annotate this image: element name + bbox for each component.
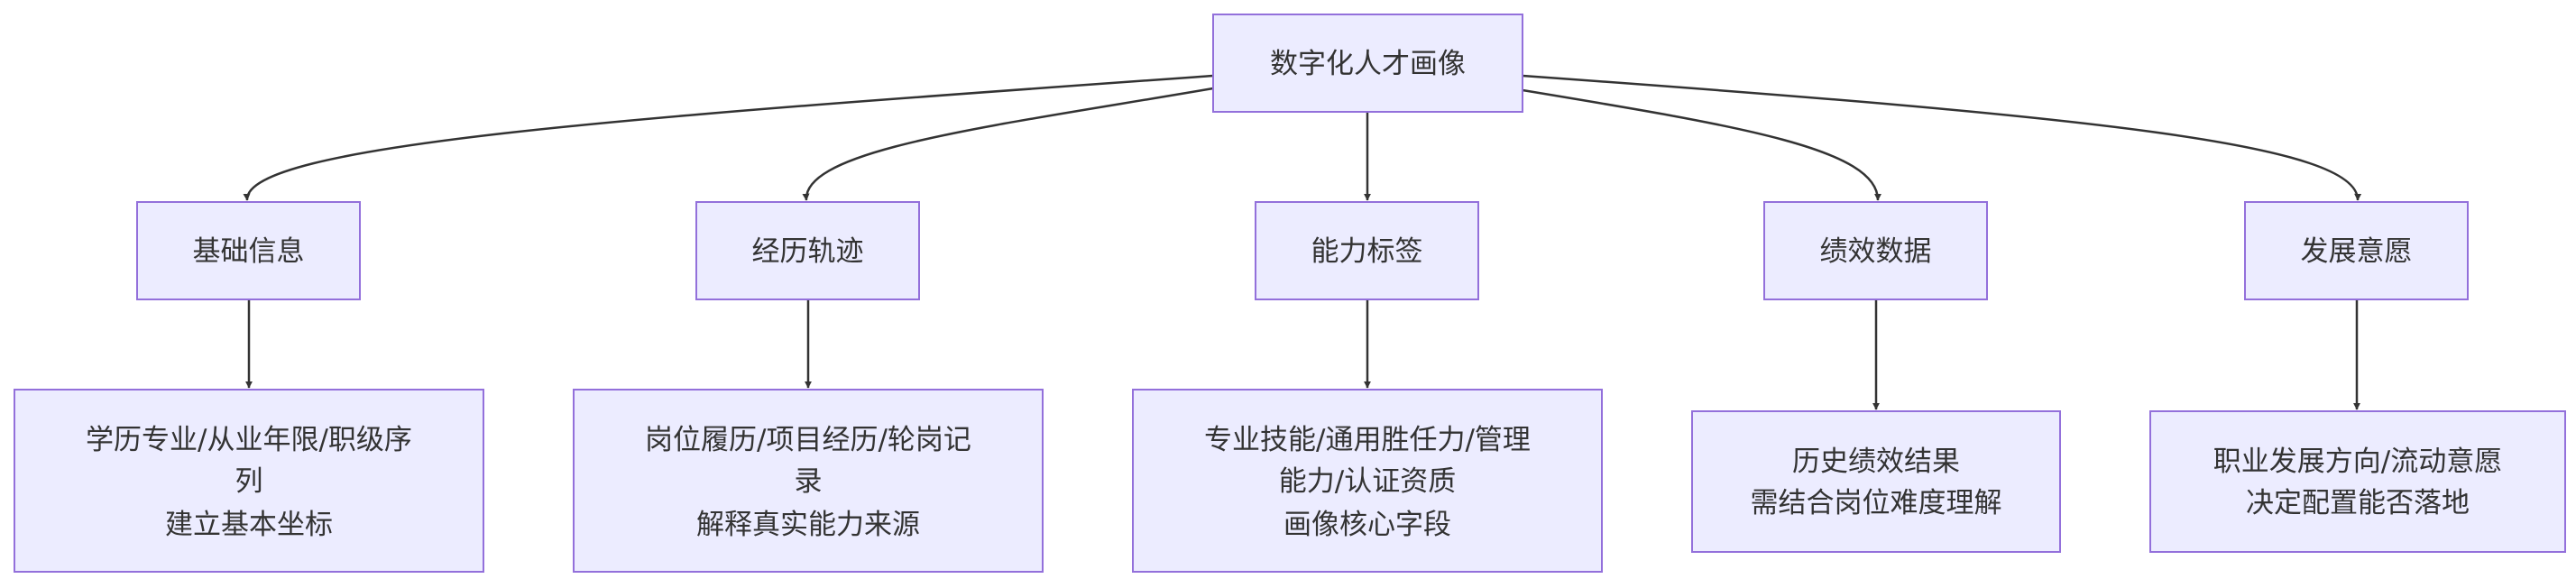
detail-node-5-line-2: 决定配置能否落地 xyxy=(2246,487,2470,519)
category-node-5: 发展意愿 xyxy=(2244,201,2469,300)
category-node-2-label: 经历轨迹 xyxy=(752,235,864,268)
detail-node-3-line-2: 能力/认证资质 xyxy=(1279,465,1456,498)
detail-node-5-line-1: 职业发展方向/流动意愿 xyxy=(2213,446,2502,478)
category-node-1: 基础信息 xyxy=(136,201,361,300)
edge-root-to-category-2 xyxy=(802,87,1214,201)
detail-node-4: 历史绩效结果 需结合岗位难度理解 xyxy=(1691,410,2061,553)
detail-node-3: 专业技能/通用胜任力/管理 能力/认证资质 画像核心字段 xyxy=(1132,389,1603,573)
category-node-5-label: 发展意愿 xyxy=(2301,235,2413,268)
detail-node-3-line-1: 专业技能/通用胜任力/管理 xyxy=(1204,424,1531,456)
category-node-4-label: 绩效数据 xyxy=(1820,235,1932,268)
category-node-2: 经历轨迹 xyxy=(695,201,920,300)
detail-node-1: 学历专业/从业年限/职级序 列 建立基本坐标 xyxy=(14,389,484,573)
detail-node-2-line-2: 录 xyxy=(795,465,823,498)
category-node-3: 能力标签 xyxy=(1255,201,1479,300)
edge-root-to-category-1 xyxy=(243,74,1214,201)
edges-category-to-detail xyxy=(245,299,2360,410)
category-node-1-label: 基础信息 xyxy=(193,235,305,268)
category-node-4: 绩效数据 xyxy=(1763,201,1988,300)
edge-root-to-category-5 xyxy=(1522,74,2362,201)
root-node-label: 数字化人才画像 xyxy=(1270,48,1466,80)
detail-node-5: 职业发展方向/流动意愿 决定配置能否落地 xyxy=(2149,410,2566,553)
edge-root-to-category-4 xyxy=(1522,88,1881,201)
detail-node-2-line-1: 岗位履历/项目经历/轮岗记 xyxy=(645,424,971,456)
category-node-3-label: 能力标签 xyxy=(1311,235,1423,268)
detail-node-1-line-2: 列 xyxy=(235,465,263,498)
detail-node-4-line-1: 历史绩效结果 xyxy=(1792,446,1960,478)
root-node: 数字化人才画像 xyxy=(1212,14,1523,113)
detail-node-2-line-3: 解释真实能力来源 xyxy=(696,509,920,541)
detail-node-2: 岗位履历/项目经历/轮岗记 录 解释真实能力来源 xyxy=(573,389,1044,573)
detail-node-1-line-1: 学历专业/从业年限/职级序 xyxy=(86,424,412,456)
detail-node-4-line-2: 需结合岗位难度理解 xyxy=(1751,487,2002,519)
edges-root-to-categories xyxy=(243,74,2362,201)
detail-node-3-line-3: 画像核心字段 xyxy=(1283,509,1451,541)
detail-node-1-line-3: 建立基本坐标 xyxy=(165,509,333,541)
